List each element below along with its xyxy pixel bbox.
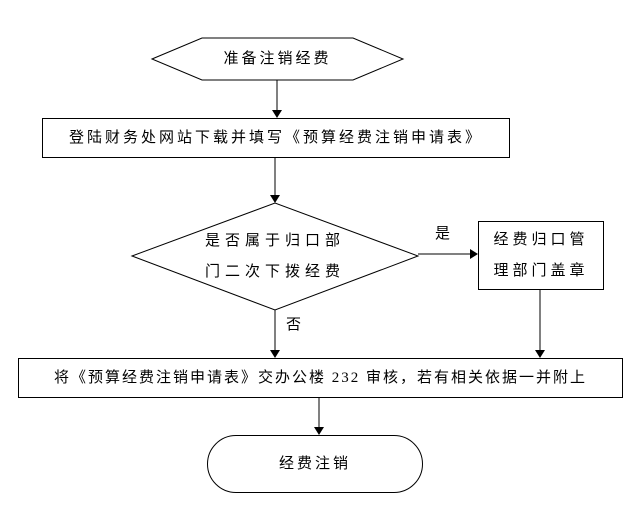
decision-text-line2: 门二次下拨经费 — [204, 263, 345, 280]
no-edge-label: 否 — [286, 317, 302, 333]
arrow-download-to-decision — [270, 158, 280, 203]
arrow-decision-to-submit — [270, 310, 280, 358]
stamp-department-box: 经费归口管 理部门盖章 — [478, 221, 604, 290]
arrow-start-to-download — [272, 80, 282, 118]
stamp-text-line2: 理部门盖章 — [493, 262, 589, 279]
decision-diamond-shape — [130, 202, 420, 311]
submit-review-box: 将《预算经费注销申请表》交办公楼 232 审核，若有相关依据一并附上 — [18, 358, 623, 398]
stamp-text-line1: 经费归口管 — [493, 231, 589, 248]
start-node-text: 准备注销经费 — [223, 50, 332, 67]
arrow-submit-to-end — [314, 398, 324, 435]
decision-node-label: 是否属于归口部 门二次下拨经费 — [132, 203, 418, 310]
submit-review-text: 将《预算经费注销申请表》交办公楼 232 审核，若有相关依据一并附上 — [53, 369, 587, 386]
download-form-box: 登陆财务处网站下载并填写《预算经费注销申请表》 — [42, 118, 510, 158]
start-hexagon-shape — [150, 37, 405, 81]
end-terminator: 经费注销 — [207, 435, 423, 493]
decision-text-line1: 是否属于归口部 — [204, 232, 345, 249]
arrow-stamp-to-submit — [535, 290, 545, 358]
yes-edge-label: 是 — [435, 226, 451, 242]
arrow-decision-to-stamp — [418, 249, 478, 259]
end-node-text: 经费注销 — [278, 455, 351, 472]
start-node-label: 准备注销经费 — [152, 38, 403, 80]
download-form-text: 登陆财务处网站下载并填写《预算经费注销申请表》 — [68, 129, 483, 146]
